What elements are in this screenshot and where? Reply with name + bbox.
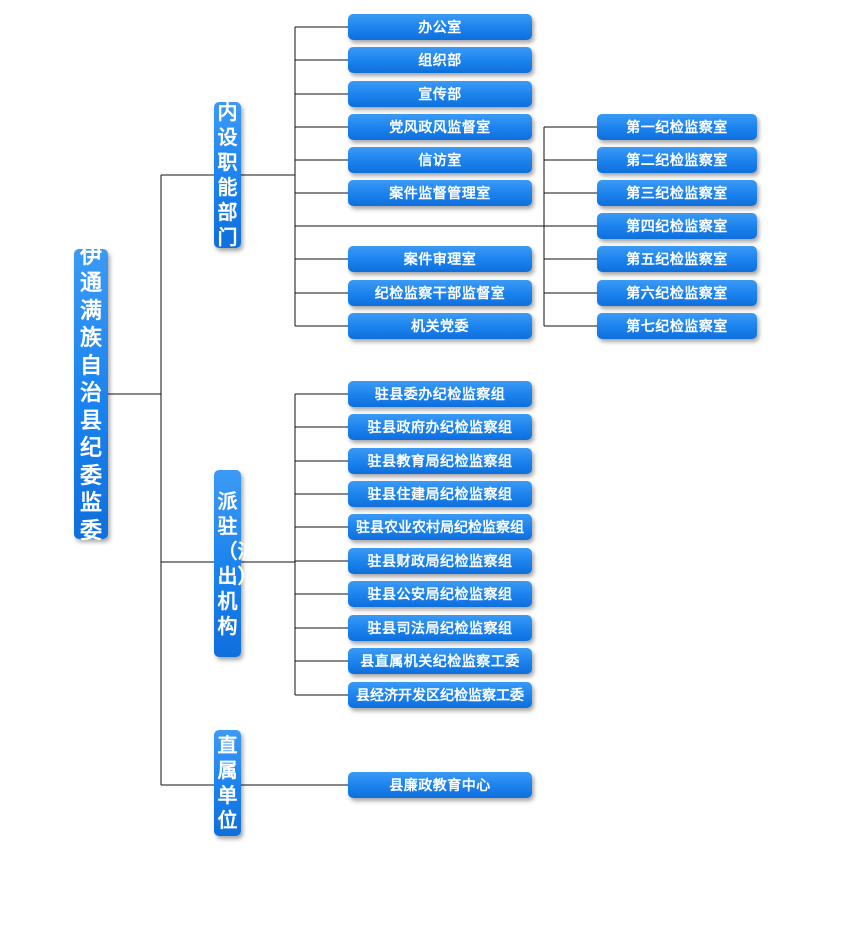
category-label: 直属单位 — [217, 733, 238, 832]
dept-node: 信访室 — [348, 147, 532, 173]
dept-node: 宣传部 — [348, 81, 532, 107]
stationed-agency-node: 驻县委办纪检监察组 — [348, 381, 532, 407]
category-label: 内设职能部门 — [217, 100, 238, 249]
stationed-agency-node: 驻县财政局纪检监察组 — [348, 548, 532, 574]
stationed-agency-node: 县经济开发区纪检监察工委 — [348, 682, 532, 708]
dept-node: 党风政风监督室 — [348, 114, 532, 140]
category-label: 派驻（派出）机构 — [217, 488, 258, 638]
stationed-agency-node: 驻县教育局纪检监察组 — [348, 448, 532, 474]
inspection-office-node: 第七纪检监察室 — [597, 313, 757, 339]
category-stationed-agencies: 派驻（派出）机构 — [214, 470, 258, 657]
dept-node: 案件审理室 — [348, 246, 532, 272]
category-internal-departments: 内设职能部门 — [214, 100, 241, 249]
inspection-office-node: 第二纪检监察室 — [597, 147, 757, 173]
direct-unit-node: 县廉政教育中心 — [348, 772, 532, 798]
dept-node: 机关党委 — [348, 313, 532, 339]
dept-node: 纪检监察干部监督室 — [348, 280, 532, 306]
category-direct-units: 直属单位 — [214, 730, 241, 836]
inspection-office-node: 第五纪检监察室 — [597, 246, 757, 272]
inspection-office-node: 第四纪检监察室 — [597, 213, 757, 239]
root-node: 伊通满族自治县纪委监委 — [74, 244, 108, 544]
inspection-office-node: 第一纪检监察室 — [597, 114, 757, 140]
stationed-agency-node: 驻县政府办纪检监察组 — [348, 414, 532, 440]
inspection-office-node: 第三纪检监察室 — [597, 180, 757, 206]
stationed-agency-node: 县直属机关纪检监察工委 — [348, 648, 532, 674]
stationed-agency-node: 驻县司法局纪检监察组 — [348, 615, 532, 641]
stationed-agency-node: 驻县农业农村局纪检监察组 — [348, 514, 532, 540]
stationed-agency-node: 驻县公安局纪检监察组 — [348, 581, 532, 607]
dept-node: 组织部 — [348, 47, 532, 73]
stationed-agency-node: 驻县住建局纪检监察组 — [348, 481, 532, 507]
root-label: 伊通满族自治县纪委监委 — [80, 243, 103, 544]
dept-node: 案件监督管理室 — [348, 180, 532, 206]
dept-node: 办公室 — [348, 14, 532, 40]
inspection-office-node: 第六纪检监察室 — [597, 280, 757, 306]
